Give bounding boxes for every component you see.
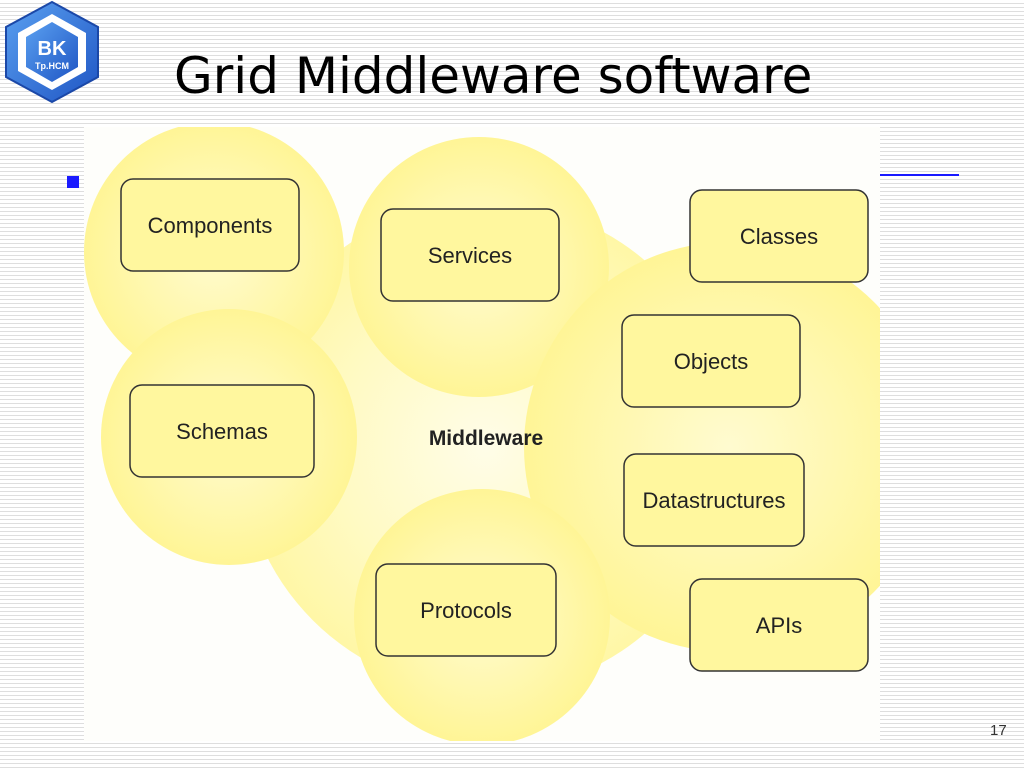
node-classes: Classes <box>689 189 869 283</box>
node-box-objects <box>621 314 801 408</box>
node-box-datastructures <box>623 453 805 547</box>
bullet-marker <box>67 176 79 188</box>
node-label-objects: Objects <box>674 349 749 374</box>
node-label-schemas: Schemas <box>176 419 268 444</box>
node-label-protocols: Protocols <box>420 598 512 623</box>
node-box-components <box>120 178 300 272</box>
center-label-middleware: Middleware <box>429 427 543 450</box>
accent-underline <box>879 174 959 176</box>
node-label-classes: Classes <box>740 224 818 249</box>
node-protocols: Protocols <box>375 563 557 657</box>
node-box-services <box>380 208 560 302</box>
node-label-services: Services <box>428 243 512 268</box>
node-box-protocols <box>375 563 557 657</box>
logo-text-primary: BK <box>38 38 67 60</box>
university-logo: BK Tp.HCM <box>0 0 104 104</box>
node-label-apis: APIs <box>756 613 802 638</box>
logo-icon: BK Tp.HCM <box>5 0 99 104</box>
node-components: Components <box>120 178 300 272</box>
node-box-schemas <box>129 384 315 478</box>
node-objects: Objects <box>621 314 801 408</box>
logo-text-secondary: Tp.HCM <box>35 61 69 71</box>
node-label-datastructures: Datastructures <box>642 488 785 513</box>
node-services: Services <box>380 208 560 302</box>
node-schemas: Schemas <box>129 384 315 478</box>
slide-title: Grid Middleware software <box>174 47 813 105</box>
node-datastructures: Datastructures <box>623 453 805 547</box>
node-apis: APIs <box>689 578 869 672</box>
node-label-components: Components <box>148 213 273 238</box>
node-box-classes <box>689 189 869 283</box>
page-number: 17 <box>990 722 1007 739</box>
node-box-apis <box>689 578 869 672</box>
